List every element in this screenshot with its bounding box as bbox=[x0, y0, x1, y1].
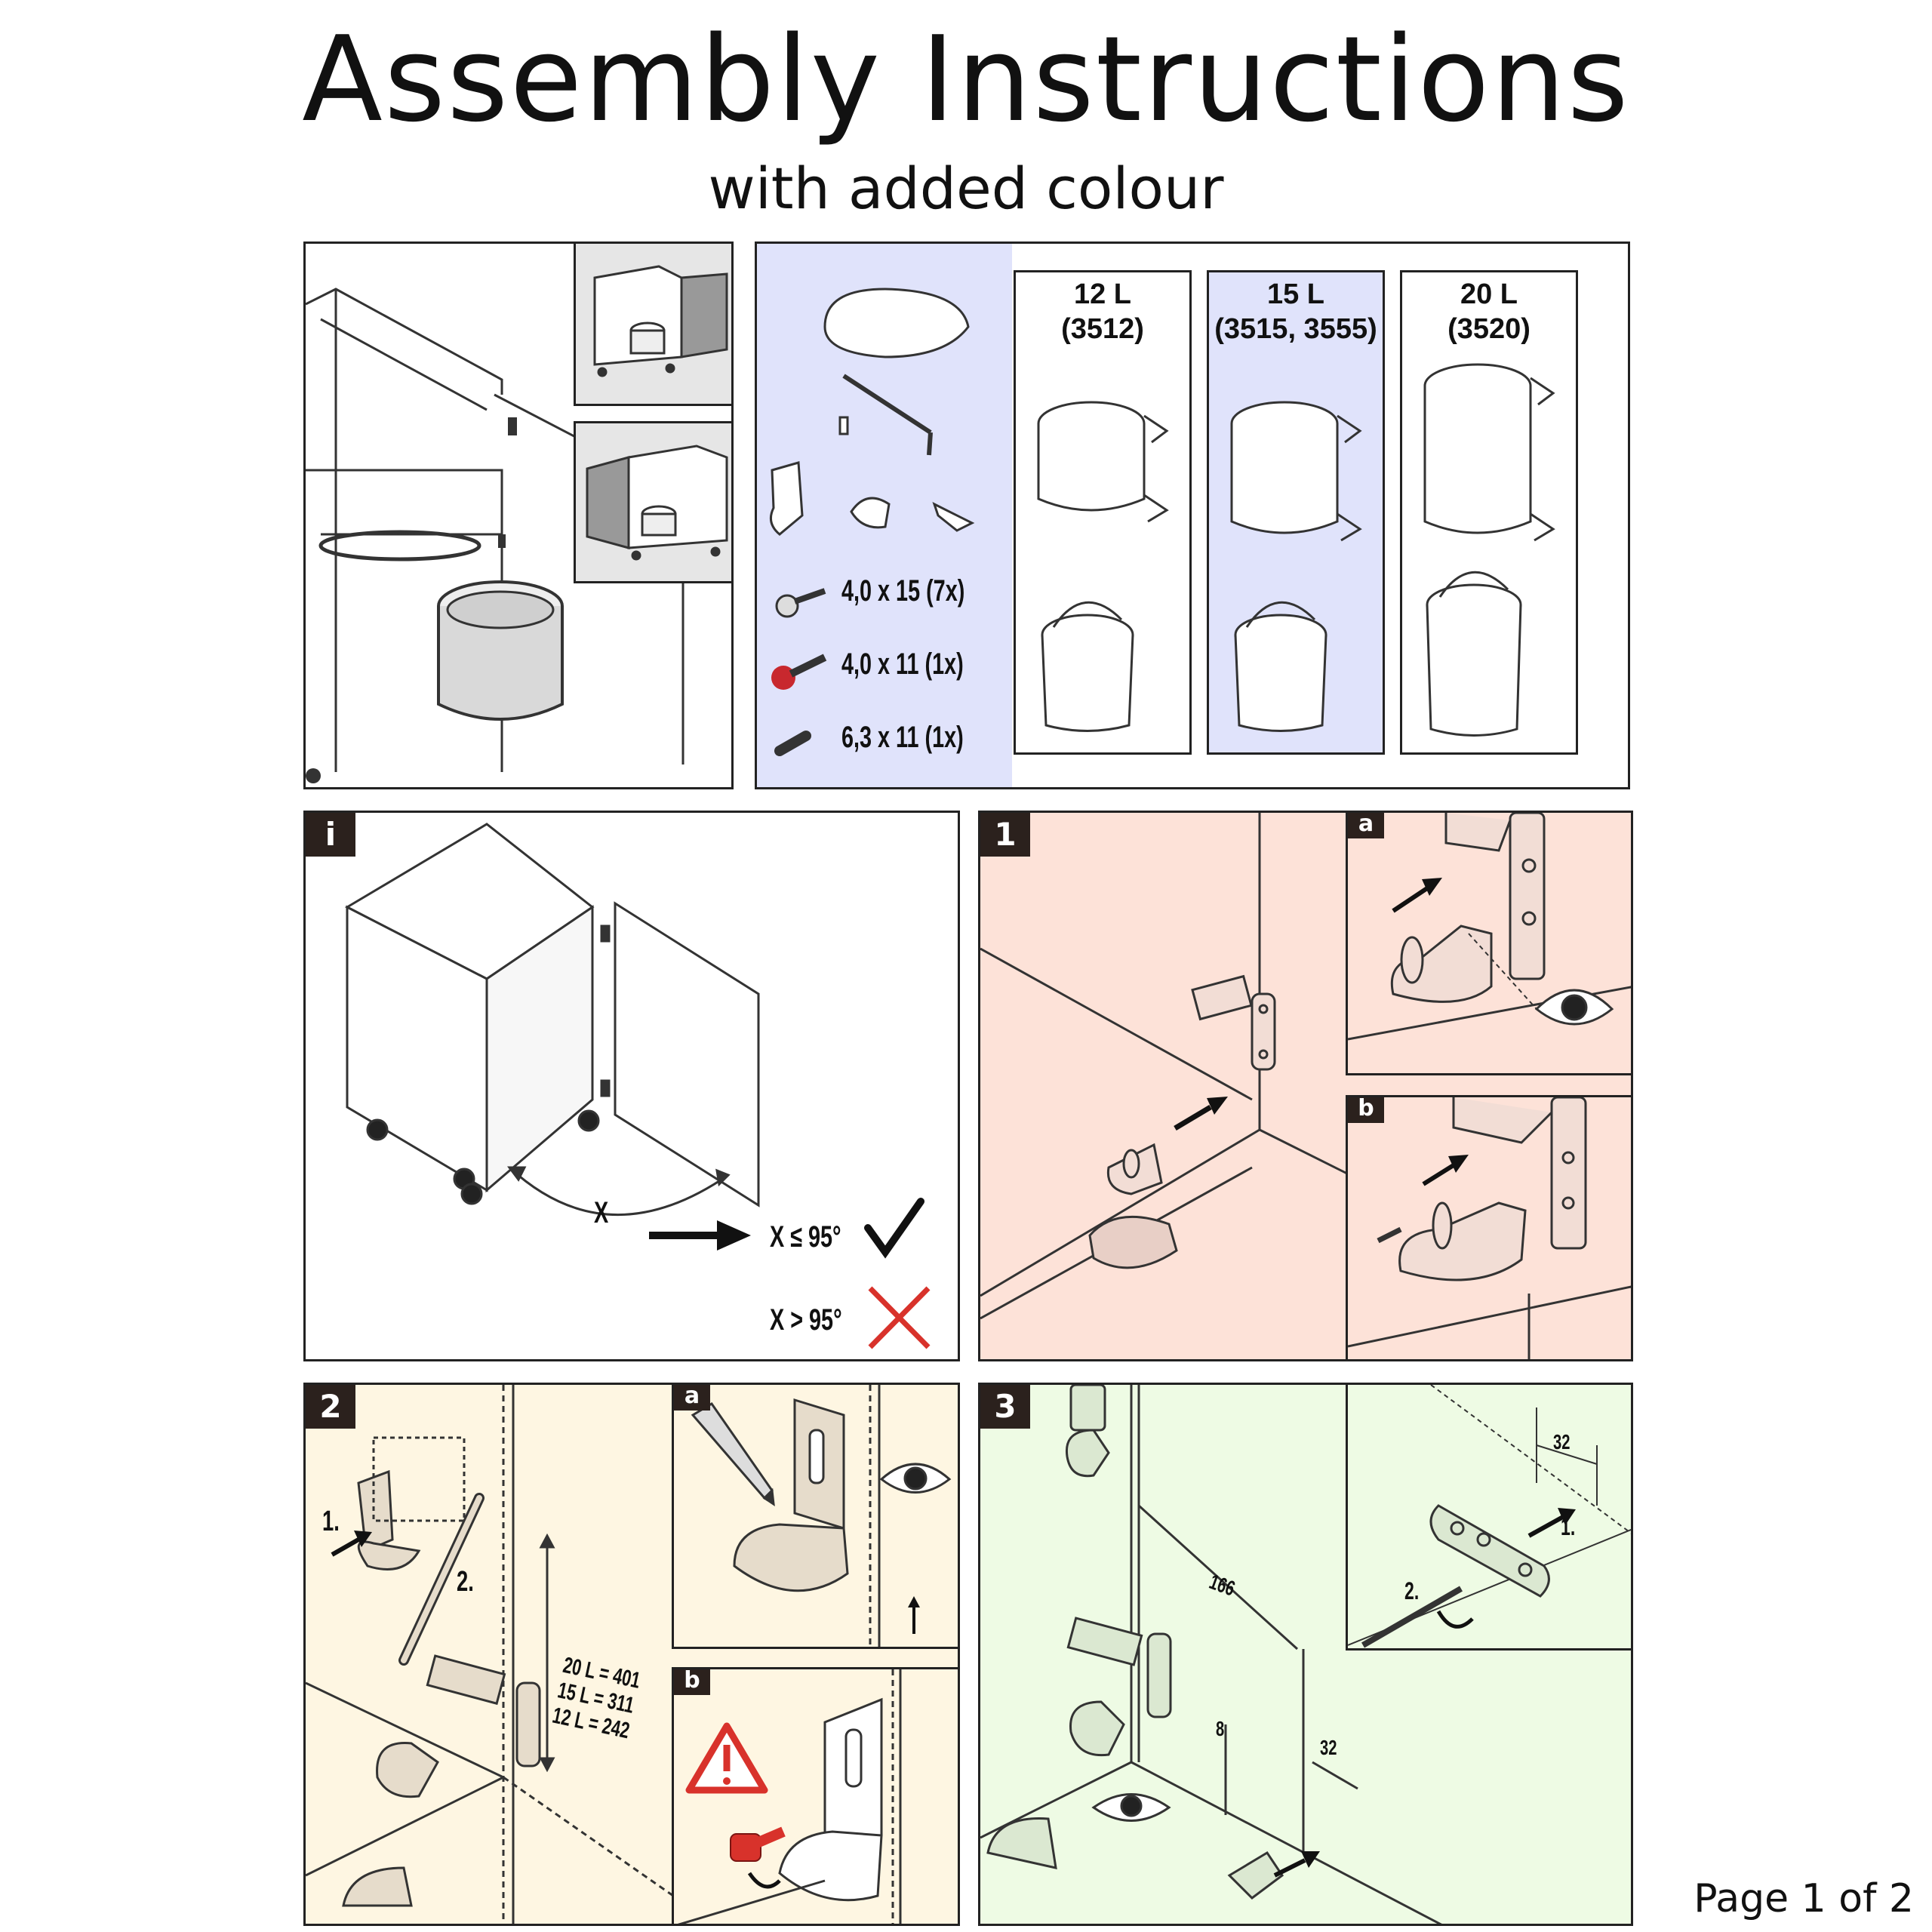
short-screw-icon bbox=[774, 731, 811, 756]
mount-plate-icon bbox=[1429, 1504, 1550, 1598]
page-number: Page 1 of 2 bbox=[1694, 1876, 1914, 1921]
arrow-icon bbox=[1392, 878, 1442, 913]
size-20l-label: 20 L bbox=[1460, 278, 1518, 310]
step-2-arrow1-label: 1. bbox=[322, 1506, 340, 1537]
step-2a-badge: a bbox=[674, 1385, 710, 1411]
step-1-badge: 1 bbox=[980, 813, 1030, 857]
step-info-badge: i bbox=[306, 813, 355, 857]
cabinet-left-door-icon bbox=[586, 445, 728, 561]
warning-icon bbox=[685, 1722, 768, 1794]
screw-icon bbox=[1377, 1226, 1402, 1244]
bin-icon bbox=[437, 580, 564, 721]
rotate-arrow-icon bbox=[747, 1872, 781, 1889]
inset-right-hinge bbox=[574, 244, 731, 406]
size-option-15l: 15 L(3515, 3555) bbox=[1207, 270, 1385, 755]
angle-ok-label: X ≤ 95° bbox=[770, 1220, 841, 1254]
step-2b-illustration bbox=[677, 1669, 902, 1924]
step-3-badge: 3 bbox=[980, 1385, 1030, 1429]
step-3-inset: 32 1. 2. bbox=[1346, 1385, 1631, 1651]
bracket-icon bbox=[357, 1436, 466, 1571]
door-angle-illustration bbox=[344, 823, 931, 1349]
cross-icon bbox=[868, 1286, 931, 1349]
screw-label-2: 4,0 x 11 (1x) bbox=[841, 648, 964, 681]
step-2b-inset: b bbox=[672, 1667, 958, 1924]
size-option-12l: 12 L(3512) bbox=[1014, 270, 1192, 755]
arrow-right-icon bbox=[649, 1220, 751, 1251]
arrow-icon bbox=[331, 1531, 372, 1557]
bracket-icon bbox=[769, 461, 804, 536]
inset-step-2-label: 2. bbox=[1404, 1577, 1420, 1604]
red-screw-icon bbox=[730, 1826, 786, 1862]
cabinet-bin-illustration bbox=[306, 288, 685, 783]
step-3-panel: 3 166 8 32 32 1. bbox=[978, 1383, 1633, 1926]
arrow-up-icon bbox=[908, 1596, 920, 1634]
step-2-badge: 2 bbox=[306, 1385, 355, 1429]
bin-20l-icon bbox=[1423, 363, 1555, 737]
parts-illustration bbox=[769, 288, 975, 756]
step-3-illustration bbox=[980, 1385, 1442, 1924]
step-2a-illustration bbox=[691, 1385, 952, 1647]
dim-32-label: 32 bbox=[1320, 1736, 1337, 1759]
size-12l-label: 12 L bbox=[1073, 278, 1132, 310]
arrow-icon bbox=[1422, 1155, 1469, 1186]
step-1b-badge: b bbox=[1348, 1097, 1384, 1123]
eye-icon bbox=[1091, 1793, 1171, 1822]
screwdriver-icon bbox=[1361, 1586, 1463, 1648]
screw-label-1: 4,0 x 15 (7x) bbox=[841, 574, 965, 608]
step-2-arrow2-label: 2. bbox=[457, 1566, 474, 1598]
arrow-icon bbox=[1527, 1508, 1576, 1538]
step-1a-illustration bbox=[1348, 813, 1631, 1041]
step-1b-inset: b bbox=[1346, 1095, 1631, 1359]
step-2b-badge: b bbox=[674, 1669, 710, 1695]
step-1a-inset: a bbox=[1346, 813, 1631, 1075]
red-screw-icon bbox=[771, 654, 827, 690]
mount-plate-icon bbox=[1088, 1143, 1178, 1269]
screw-label-3: 6,3 x 11 (1x) bbox=[841, 721, 964, 754]
inset-step-1-label: 1. bbox=[1561, 1513, 1576, 1540]
page-subtitle: with added colour bbox=[708, 155, 1224, 222]
lid-icon bbox=[823, 288, 970, 358]
angle-label: X bbox=[594, 1196, 609, 1229]
step-1a-badge: a bbox=[1348, 813, 1384, 838]
bin-12l-icon bbox=[1037, 401, 1169, 732]
step-1-illustration bbox=[980, 813, 1351, 1320]
step-3-inset-illustration bbox=[1348, 1385, 1631, 1648]
eye-icon bbox=[1534, 989, 1614, 1026]
rotate-arrow-icon bbox=[1436, 1610, 1474, 1629]
cabinet-right-door-icon bbox=[593, 265, 728, 377]
size-15l-code: (3515, 3555) bbox=[1214, 313, 1377, 345]
hinge-icon bbox=[1191, 974, 1276, 1071]
step-2-panel: 2 1. 2. 20 L = 401 15 L = 311 12 L = 242 bbox=[303, 1383, 960, 1926]
step-2a-inset: a bbox=[672, 1385, 958, 1649]
step-2-illustration bbox=[306, 1385, 699, 1924]
size-15l-label: 15 L bbox=[1266, 278, 1325, 310]
parts-panel: 4,0 x 15 (7x) 4,0 x 11 (1x) 6,3 x 11 (1x… bbox=[755, 242, 1630, 789]
eye-icon bbox=[879, 1463, 952, 1494]
clip-icon bbox=[850, 497, 891, 529]
size-12l-code: (3512) bbox=[1061, 313, 1144, 345]
step-info-panel: i X X ≤ 95° X > 95° bbox=[303, 811, 960, 1361]
step-1-panel: 1 a bbox=[978, 811, 1633, 1361]
hook-icon bbox=[932, 502, 975, 532]
arrow-icon bbox=[1174, 1097, 1228, 1131]
hinge-icon bbox=[342, 1654, 541, 1907]
step-1b-illustration bbox=[1348, 1097, 1631, 1359]
size-20l-code: (3520) bbox=[1447, 313, 1531, 345]
page-title: Assembly Instructions bbox=[302, 11, 1630, 148]
bin-15l-icon bbox=[1230, 401, 1362, 732]
hinge-icon bbox=[986, 1385, 1284, 1900]
inset-left-hinge bbox=[574, 421, 731, 583]
inset-dim-32-label: 32 bbox=[1553, 1430, 1571, 1454]
arrow-icon bbox=[1273, 1851, 1320, 1878]
size-option-20l: 20 L(3520) bbox=[1400, 270, 1578, 755]
screw-icon bbox=[775, 588, 826, 618]
dim-8-label: 8 bbox=[1216, 1717, 1225, 1740]
angle-bad-label: X > 95° bbox=[770, 1303, 842, 1337]
checkmark-icon bbox=[864, 1198, 924, 1259]
overview-panel bbox=[303, 242, 734, 789]
